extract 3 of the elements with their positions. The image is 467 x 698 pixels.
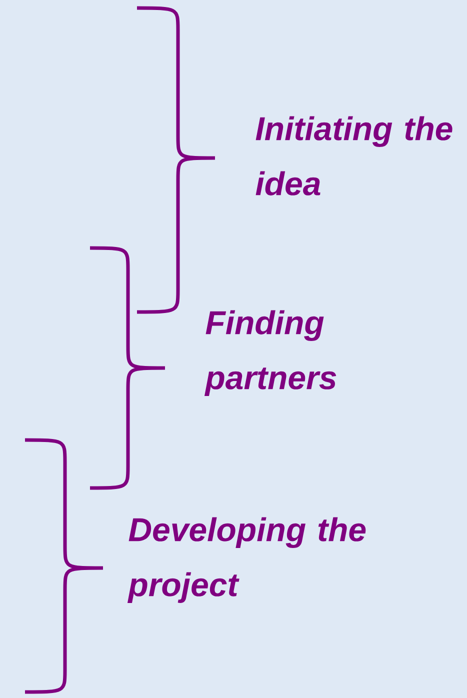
stage-label: Developing the project xyxy=(127,517,366,603)
stage-label: Initiating the idea xyxy=(256,116,452,196)
stage-label: Finding partners xyxy=(204,310,336,396)
